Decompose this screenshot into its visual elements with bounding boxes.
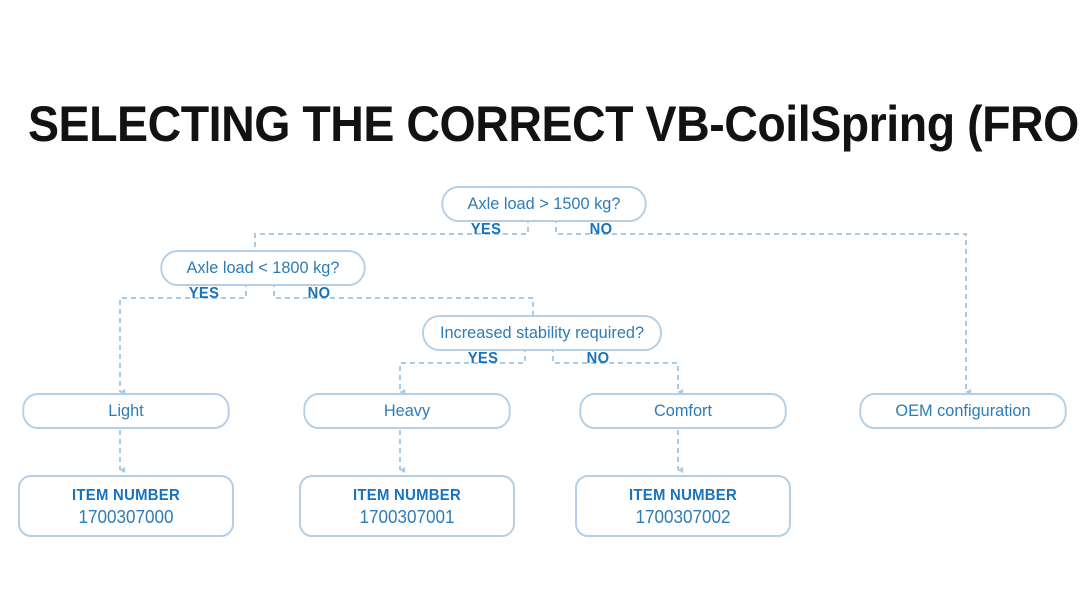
result-node-oem-configuration[interactable]: OEM configuration <box>859 393 1067 429</box>
result-node-heavy[interactable]: Heavy <box>303 393 511 429</box>
item-number-box-heavy[interactable]: ITEM NUMBER 1700307001 <box>299 475 515 537</box>
item-number-label: ITEM NUMBER <box>352 487 462 504</box>
result-node-light[interactable]: Light <box>22 393 230 429</box>
decision-node-increased-stability[interactable]: Increased stability required? <box>422 315 662 351</box>
edge-q2-yes <box>119 282 247 396</box>
result-node-comfort[interactable]: Comfort <box>579 393 787 429</box>
branch-label-q1-yes: YES <box>470 221 502 238</box>
edge-q3-yes <box>399 347 526 396</box>
item-number-label: ITEM NUMBER <box>628 487 738 504</box>
item-number-value: 1700307000 <box>78 507 174 527</box>
edge-q2-no <box>273 282 534 318</box>
item-number-box-comfort[interactable]: ITEM NUMBER 1700307002 <box>575 475 791 537</box>
branch-label-q3-yes: YES <box>467 350 499 367</box>
edge-q1-no <box>555 218 972 396</box>
edge-q1-yes <box>254 218 529 254</box>
branch-label-q3-no: NO <box>586 350 610 367</box>
edge-q3-no <box>552 347 684 396</box>
page-title: SELECTING THE CORRECT VB-CoilSpring (FRO… <box>28 95 1080 152</box>
decision-node-axle-load-1500[interactable]: Axle load > 1500 kg? <box>441 186 647 222</box>
branch-label-q1-no: NO <box>589 221 613 238</box>
item-number-box-light[interactable]: ITEM NUMBER 1700307000 <box>18 475 234 537</box>
item-number-value: 1700307001 <box>359 507 455 527</box>
branch-label-q2-yes: YES <box>188 285 220 302</box>
item-number-label: ITEM NUMBER <box>71 487 181 504</box>
branch-label-q2-no: NO <box>307 285 331 302</box>
decision-node-axle-load-1800[interactable]: Axle load < 1800 kg? <box>160 250 366 286</box>
item-number-value: 1700307002 <box>635 507 731 527</box>
